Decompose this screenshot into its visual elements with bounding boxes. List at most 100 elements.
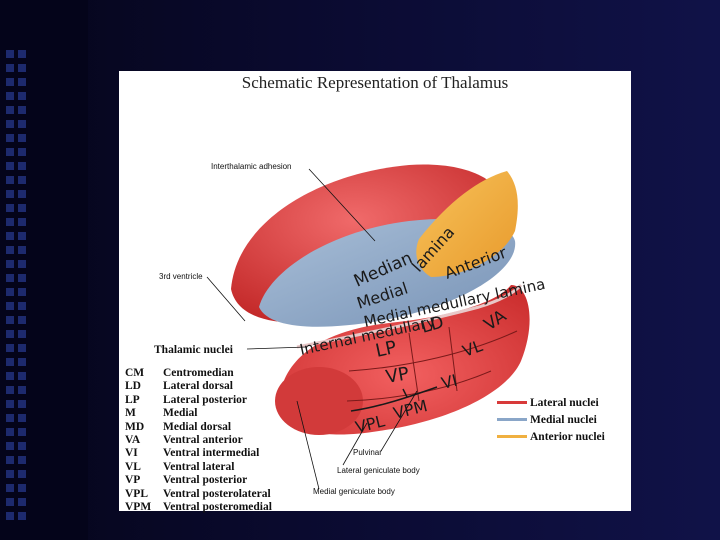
label-VP: VP xyxy=(384,363,411,388)
legend-swatch-medial xyxy=(497,418,527,421)
abbrev-meaning: Centromedian xyxy=(163,367,234,379)
strip-square xyxy=(6,372,14,380)
strip-square xyxy=(18,288,26,296)
abbrev-row: CM Centromedian xyxy=(125,367,272,380)
abbrev-meaning: Ventral intermedial xyxy=(163,447,260,460)
strip-square xyxy=(6,470,14,478)
strip-square xyxy=(18,470,26,478)
abbrev-row: VPM Ventral posteromedial xyxy=(125,501,272,514)
strip-square xyxy=(18,316,26,324)
strip-square xyxy=(18,484,26,492)
strip-square xyxy=(18,218,26,226)
diagram-panel: Median lamina Anterior Medial Medial med… xyxy=(119,71,631,514)
strip-square xyxy=(18,134,26,142)
strip-square xyxy=(6,302,14,310)
strip-square xyxy=(18,274,26,282)
abbrev-code: LP xyxy=(125,393,140,406)
leader-3rd-ventricle xyxy=(206,276,246,322)
legend-swatch-anterior xyxy=(497,435,527,438)
diagram-title: Schematic Representation of Thalamus xyxy=(241,73,509,92)
strip-square xyxy=(6,92,14,100)
legend-item-anterior: Anterior nuclei xyxy=(497,428,605,445)
abbrev-code: MD xyxy=(125,420,145,433)
strip-square xyxy=(6,456,14,464)
strip-square xyxy=(6,400,14,408)
strip-square xyxy=(6,204,14,212)
strip-square xyxy=(18,456,26,464)
strip-square xyxy=(18,512,26,520)
callout-medial-geniculate-body: Medial geniculate body xyxy=(313,487,395,496)
strip-square xyxy=(18,50,26,58)
strip-square xyxy=(18,162,26,170)
abbrev-row: VI Ventral intermedial xyxy=(125,447,272,460)
strip-square xyxy=(6,386,14,394)
strip-square xyxy=(6,316,14,324)
strip-square xyxy=(18,78,26,86)
left-decoration-strip xyxy=(0,0,88,540)
legend-label-lateral: Lateral nuclei xyxy=(530,396,599,409)
strip-square xyxy=(18,442,26,450)
strip-square xyxy=(6,232,14,240)
abbrev-meaning: Ventral posterior xyxy=(163,474,248,487)
abbrev-code: VI xyxy=(125,447,138,460)
legend-item-medial: Medial nuclei xyxy=(497,411,605,428)
strip-square xyxy=(18,106,26,114)
abbrev-row: MD Medial dorsal xyxy=(125,421,272,434)
abbrev-meaning: Medial xyxy=(163,407,198,420)
strip-square xyxy=(6,162,14,170)
internal-medullary-lamina xyxy=(296,283,523,349)
abbrev-meaning: Ventral posterolateral xyxy=(163,487,271,500)
strip-square xyxy=(6,64,14,72)
abbrev-code: CM xyxy=(125,367,145,379)
strip-square xyxy=(6,106,14,114)
strip-square xyxy=(18,190,26,198)
strip-square xyxy=(18,386,26,394)
strip-square xyxy=(18,148,26,156)
abbrev-meaning: Lateral dorsal xyxy=(163,380,233,393)
strip-square xyxy=(18,64,26,72)
strip-square xyxy=(6,246,14,254)
abbrev-meaning: Medial dorsal xyxy=(163,420,232,433)
strip-square xyxy=(6,274,14,282)
abbrev-code: VPM xyxy=(125,501,152,514)
strip-square xyxy=(18,414,26,422)
leader-mgb xyxy=(296,400,320,490)
abbrev-code: M xyxy=(125,407,136,420)
leader-lgb xyxy=(342,422,368,466)
strip-square xyxy=(18,120,26,128)
strip-square xyxy=(18,232,26,240)
leader-pulvinar xyxy=(380,390,418,452)
strip-square xyxy=(6,498,14,506)
strip-square xyxy=(18,344,26,352)
strip-square xyxy=(18,428,26,436)
strip-square xyxy=(6,288,14,296)
strip-square xyxy=(6,120,14,128)
strip-square xyxy=(6,330,14,338)
pulvinar-region xyxy=(275,367,363,435)
strip-square xyxy=(18,358,26,366)
strip-square xyxy=(6,218,14,226)
abbrev-meaning: Ventral lateral xyxy=(163,460,235,473)
callout-third-ventricle: 3rd ventricle xyxy=(159,272,203,281)
nucleus-divider-3 xyxy=(408,332,420,402)
strip-square xyxy=(6,414,14,422)
color-legend: Lateral nuclei Medial nuclei Anterior nu… xyxy=(497,394,605,445)
strip-square xyxy=(6,134,14,142)
strip-square xyxy=(6,260,14,268)
vp-bracket xyxy=(350,386,438,412)
strip-square xyxy=(18,204,26,212)
abbrev-row: VPL Ventral posterolateral xyxy=(125,488,272,501)
abbrev-meaning: Ventral posteromedial xyxy=(163,501,272,514)
legend-label-medial: Medial nuclei xyxy=(530,413,597,426)
strip-square xyxy=(6,190,14,198)
abbrev-code: VPL xyxy=(125,487,148,500)
strip-square xyxy=(18,400,26,408)
legend-swatch-lateral xyxy=(497,401,527,404)
strip-square xyxy=(18,330,26,338)
legend-item-lateral: Lateral nuclei xyxy=(497,394,605,411)
abbrev-code: VA xyxy=(125,434,141,447)
